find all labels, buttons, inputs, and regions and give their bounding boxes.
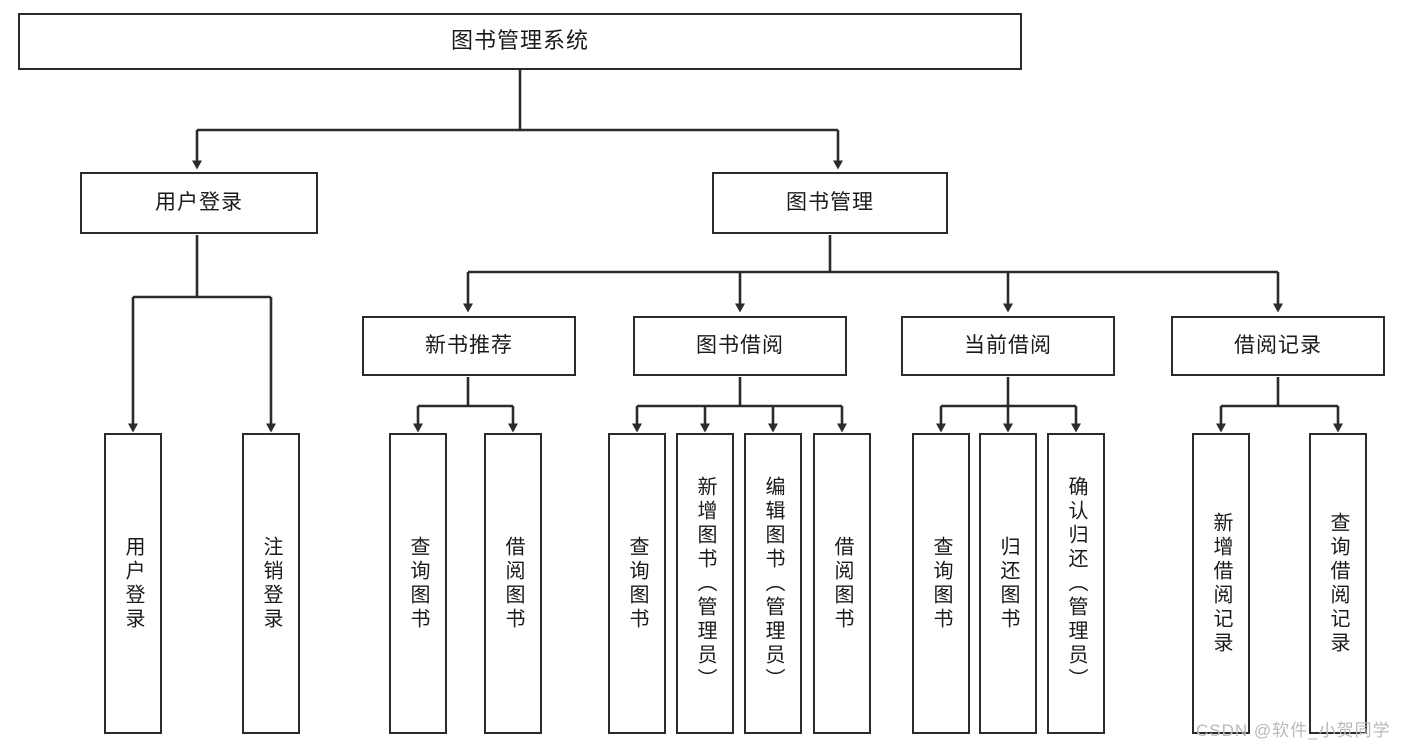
node-label: 查询图书 (626, 535, 648, 632)
node-label: 借阅图书 (831, 535, 853, 632)
node-label: 用户登录 (155, 191, 243, 215)
node-label: 新增图书（管理员） (694, 475, 716, 692)
node-label: 当前借阅 (964, 334, 1052, 358)
node-user-login[interactable]: 用户登录 (80, 172, 318, 234)
node-leaf-add-book[interactable]: 新增图书（管理员） (676, 433, 734, 734)
node-leaf-borrow-book-2[interactable]: 借阅图书 (813, 433, 871, 734)
node-label: 编辑图书（管理员） (762, 475, 784, 692)
node-label: 注销登录 (260, 535, 282, 632)
node-borrow-record[interactable]: 借阅记录 (1171, 316, 1385, 376)
node-leaf-query-record[interactable]: 查询借阅记录 (1309, 433, 1367, 734)
node-label: 图书管理系统 (450, 28, 589, 54)
node-book-manage[interactable]: 图书管理 (712, 172, 948, 234)
node-label: 新书推荐 (425, 334, 513, 358)
node-root-system[interactable]: 图书管理系统 (18, 13, 1022, 70)
node-label: 查询借阅记录 (1327, 511, 1349, 656)
node-book-borrow[interactable]: 图书借阅 (633, 316, 847, 376)
node-leaf-add-record[interactable]: 新增借阅记录 (1192, 433, 1250, 734)
node-label: 用户登录 (122, 535, 144, 632)
node-new-book-recommend[interactable]: 新书推荐 (362, 316, 576, 376)
node-leaf-query-book-3[interactable]: 查询图书 (912, 433, 970, 734)
node-leaf-logout[interactable]: 注销登录 (242, 433, 300, 734)
node-label: 图书借阅 (696, 334, 784, 358)
node-leaf-edit-book[interactable]: 编辑图书（管理员） (744, 433, 802, 734)
node-label: 新增借阅记录 (1210, 511, 1232, 656)
node-leaf-return-book[interactable]: 归还图书 (979, 433, 1037, 734)
node-leaf-query-book-2[interactable]: 查询图书 (608, 433, 666, 734)
node-label: 查询图书 (407, 535, 429, 632)
node-label: 图书管理 (786, 191, 874, 215)
node-label: 借阅图书 (502, 535, 524, 632)
csdn-watermark: CSDN @软件_小贺同学 (1196, 721, 1391, 740)
node-label: 查询图书 (930, 535, 952, 632)
node-leaf-query-book-1[interactable]: 查询图书 (389, 433, 447, 734)
node-leaf-user-login[interactable]: 用户登录 (104, 433, 162, 734)
node-label: 确认归还（管理员） (1065, 475, 1087, 692)
node-label: 归还图书 (997, 535, 1019, 632)
node-label: 借阅记录 (1234, 334, 1322, 358)
node-leaf-confirm-return[interactable]: 确认归还（管理员） (1047, 433, 1105, 734)
node-current-borrow[interactable]: 当前借阅 (901, 316, 1115, 376)
node-leaf-borrow-book-1[interactable]: 借阅图书 (484, 433, 542, 734)
